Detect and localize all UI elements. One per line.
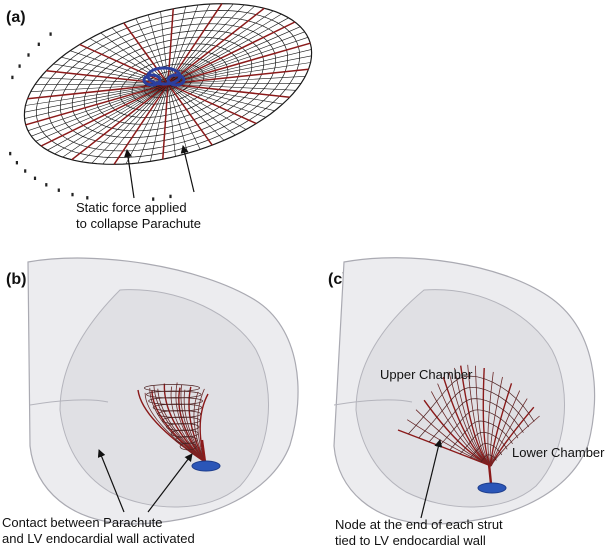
parachute-disk [23, 3, 313, 165]
panel-c: (c) Upper Chamber Lower Chamber Node at … [328, 257, 605, 548]
panel-b-label: (b) [6, 271, 26, 288]
force-arrow-left [124, 149, 135, 199]
parachute-foot [142, 66, 186, 87]
strut-node-arrow [420, 439, 443, 519]
deployed-parachute [397, 364, 540, 485]
contact-arrow-left [97, 449, 125, 513]
panel-b-caption-line2: and LV endocardial wall activated [2, 531, 195, 546]
panel-c-caption-line2: tied to LV endocardial wall [335, 533, 486, 548]
panel-c-caption-line1: Node at the end of each strut [335, 517, 503, 532]
panel-a-caption-line1: Static force applied [76, 200, 187, 215]
lower-chamber-label: Lower Chamber [512, 445, 605, 460]
panel-b-caption-line1: Contact between Parachute [2, 515, 162, 530]
upper-chamber-label: Upper Chamber [380, 367, 473, 382]
panel-a-label: (a) [6, 9, 26, 26]
panel-a-caption-line2: to collapse Parachute [76, 216, 201, 231]
force-arrow-right [180, 145, 195, 193]
panel-a: (a) Static force applied to collapse Par… [6, 3, 313, 231]
parachute-foot-c [477, 482, 507, 494]
parachute-foot-b [191, 460, 221, 472]
collapsed-parachute [137, 382, 209, 463]
force-dots [9, 32, 172, 201]
panel-b: (b) Contact between Parachute and LV end… [2, 257, 299, 546]
contact-arrow-right [147, 453, 193, 513]
